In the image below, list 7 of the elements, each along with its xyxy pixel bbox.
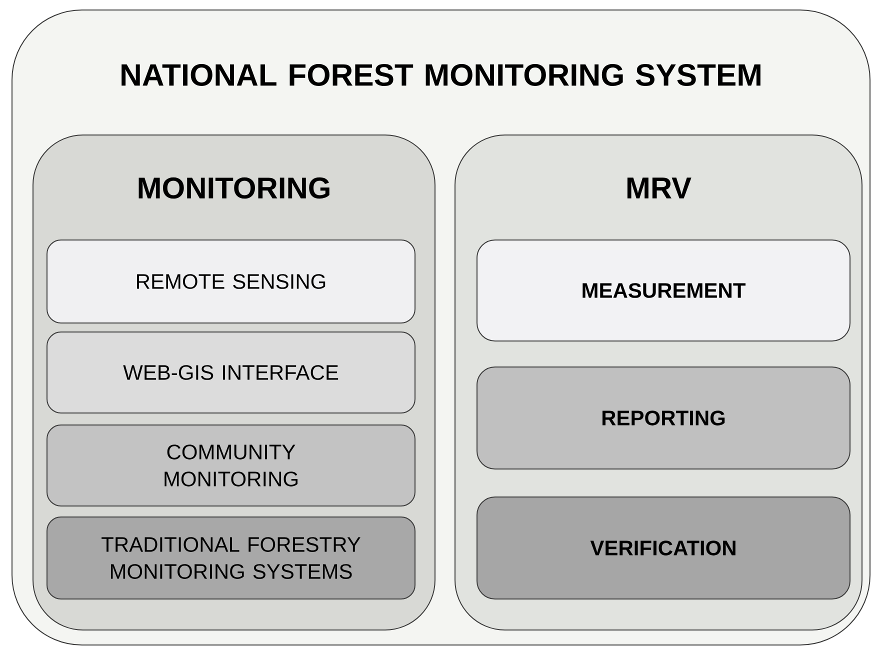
item-box: MEASUREMENT bbox=[476, 240, 851, 342]
item-box: VERIFICATION bbox=[476, 496, 851, 600]
item-box: TRADITIONAL FORESTRY MONITORING SYSTEMS bbox=[46, 516, 416, 600]
item-box: REMOTE SENSING bbox=[46, 240, 416, 324]
item-box: REPORTING bbox=[476, 366, 851, 470]
item-box: WEB-GIS INTERFACE bbox=[46, 332, 416, 414]
item-box: COMMUNITY MONITORING bbox=[46, 424, 416, 506]
